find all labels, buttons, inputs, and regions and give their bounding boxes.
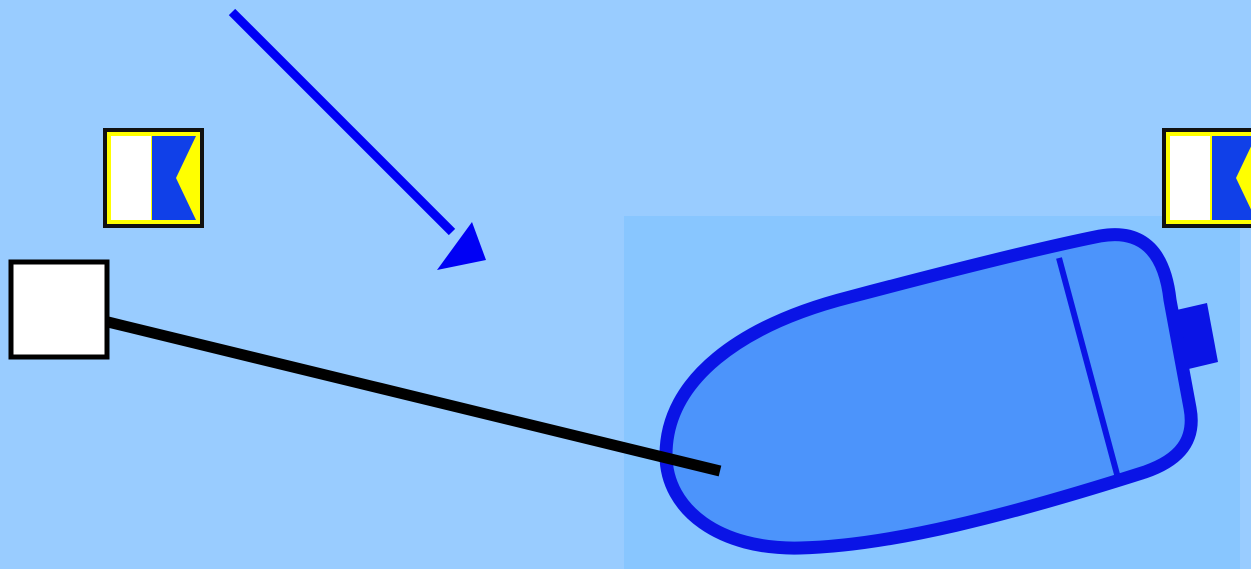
diver-down-flag-alpha-icon — [103, 128, 204, 228]
fender-square-icon — [11, 262, 107, 357]
diver-down-flag-alpha-icon — [1162, 128, 1251, 228]
